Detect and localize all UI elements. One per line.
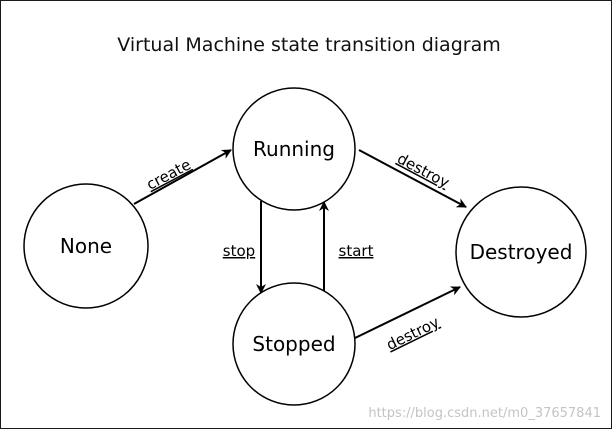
state-running-circle <box>232 87 356 211</box>
state-destroyed-circle <box>455 186 587 318</box>
state-none-label: None <box>60 234 112 258</box>
state-running-label: Running <box>253 137 335 161</box>
diagram-title: Virtual Machine state transition diagram <box>117 34 500 56</box>
edge-destroy-from-stopped <box>354 286 461 339</box>
state-destroyed-label: Destroyed <box>470 240 573 264</box>
state-stopped-label: Stopped <box>252 332 335 356</box>
state-stopped-circle <box>232 282 356 406</box>
edge-label-stop: stop <box>223 242 255 260</box>
edge-destroy-from-running <box>358 149 467 208</box>
edge-label-start: start <box>339 242 374 260</box>
edge-label-destroy-running: destroy <box>394 149 452 191</box>
state-stopped: Stopped <box>232 282 356 406</box>
state-running: Running <box>232 87 356 211</box>
edge-label-create: create <box>143 155 194 193</box>
state-none-circle <box>23 183 149 309</box>
state-destroyed: Destroyed <box>455 186 587 318</box>
state-none: None <box>23 183 149 309</box>
edge-create <box>133 149 232 205</box>
watermark-text: https://blog.csdn.net/m0_37657841 <box>368 406 601 421</box>
